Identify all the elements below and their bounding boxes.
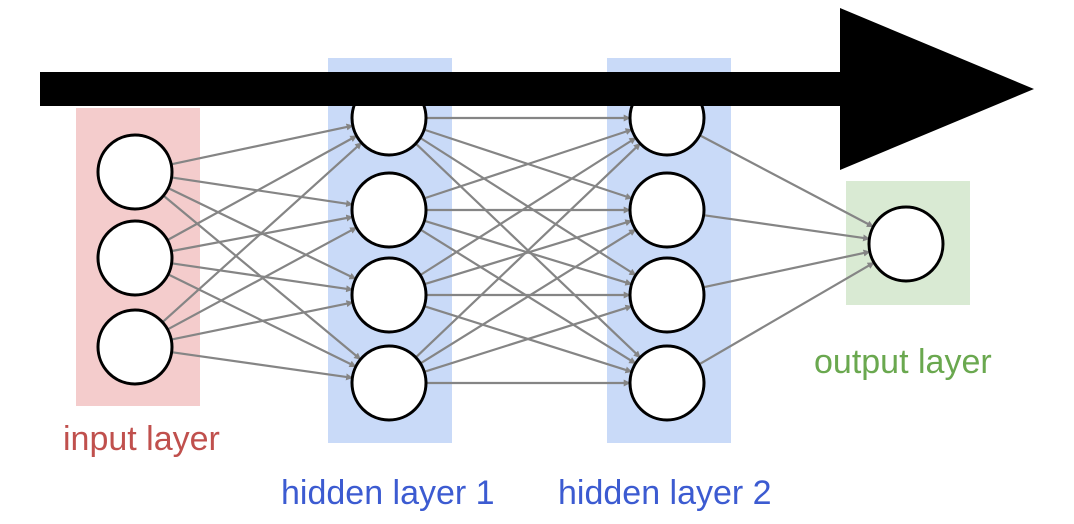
connection-edges	[161, 114, 875, 387]
hidden1-neuron-3	[350, 256, 428, 334]
input-layer-label: input layer	[63, 420, 220, 458]
hidden2-neuron-3	[628, 256, 706, 334]
edge-hidden1-3-to-hidden2-1	[419, 228, 637, 365]
hidden2-neuron-4	[628, 344, 706, 422]
edge-input-0-to-hidden1-0	[170, 123, 354, 166]
edge-hidden2-2-to-output-0	[702, 249, 871, 289]
forward-arrow-icon	[40, 8, 1034, 170]
hidden-layer-2-label: hidden layer 2	[558, 474, 772, 512]
edge-input-1-to-hidden1-1	[171, 214, 354, 253]
edge-hidden1-3-to-hidden2-2	[423, 304, 633, 373]
input-neuron-3	[96, 308, 174, 386]
output-layer-label: output layer	[814, 343, 992, 381]
edge-hidden1-2-to-hidden2-1	[424, 219, 633, 286]
output-neuron-1	[867, 205, 945, 283]
hidden1-neuron-2	[350, 171, 428, 249]
edge-hidden2-0-to-output-0	[699, 134, 874, 228]
edge-input-0-to-hidden1-1	[171, 176, 354, 208]
edge-input-2-to-hidden1-0	[161, 141, 363, 324]
edge-hidden2-3-to-output-0	[698, 261, 875, 366]
edge-hidden1-2-to-hidden2-0	[419, 136, 637, 277]
neurons	[96, 79, 945, 422]
edge-hidden2-1-to-output-0	[703, 214, 871, 242]
input-neuron-1	[96, 133, 174, 211]
hidden1-neuron-4	[350, 344, 428, 422]
edge-input-2-to-hidden1-1	[167, 226, 358, 331]
edge-hidden1-1-to-hidden2-0	[423, 128, 633, 200]
edge-input-1-to-hidden1-2	[171, 262, 354, 293]
edge-input-1-to-hidden1-0	[166, 134, 358, 242]
input-neuron-2	[96, 219, 174, 297]
edge-input-2-to-hidden1-3	[171, 351, 354, 381]
edge-hidden1-3-to-hidden2-0	[415, 142, 641, 359]
edge-input-2-to-hidden1-2	[171, 300, 354, 341]
hidden2-neuron-2	[628, 171, 706, 249]
hidden-layer-1-label: hidden layer 1	[281, 474, 495, 512]
